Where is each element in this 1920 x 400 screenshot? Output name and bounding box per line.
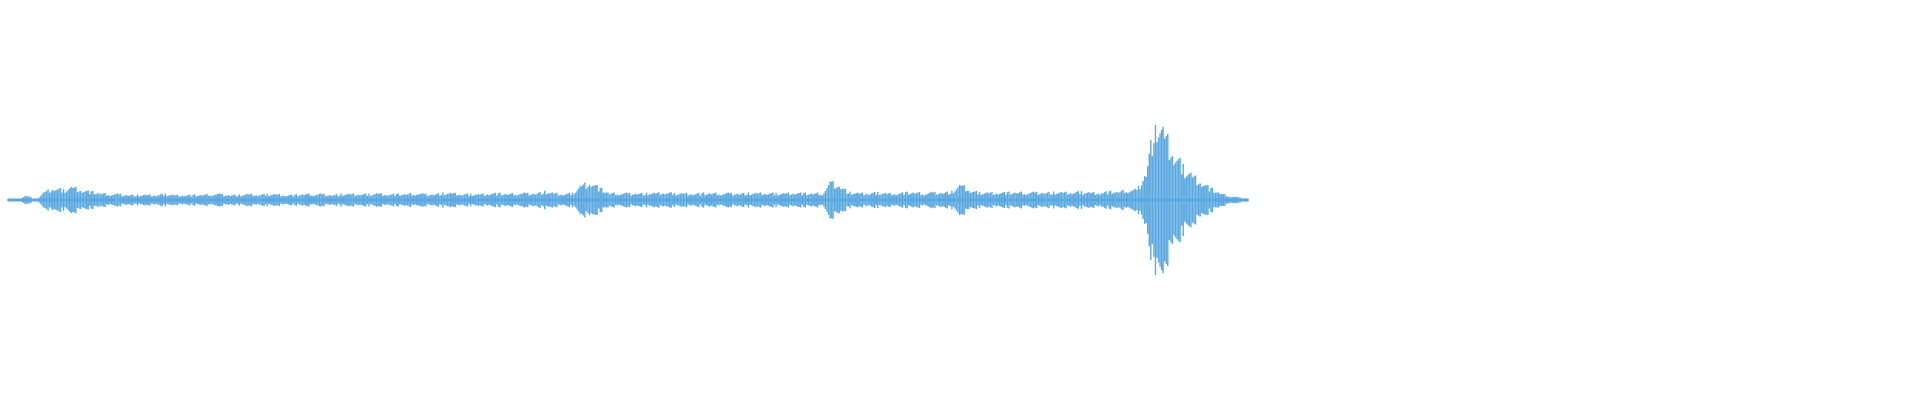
waveform-bars bbox=[7, 125, 1249, 275]
